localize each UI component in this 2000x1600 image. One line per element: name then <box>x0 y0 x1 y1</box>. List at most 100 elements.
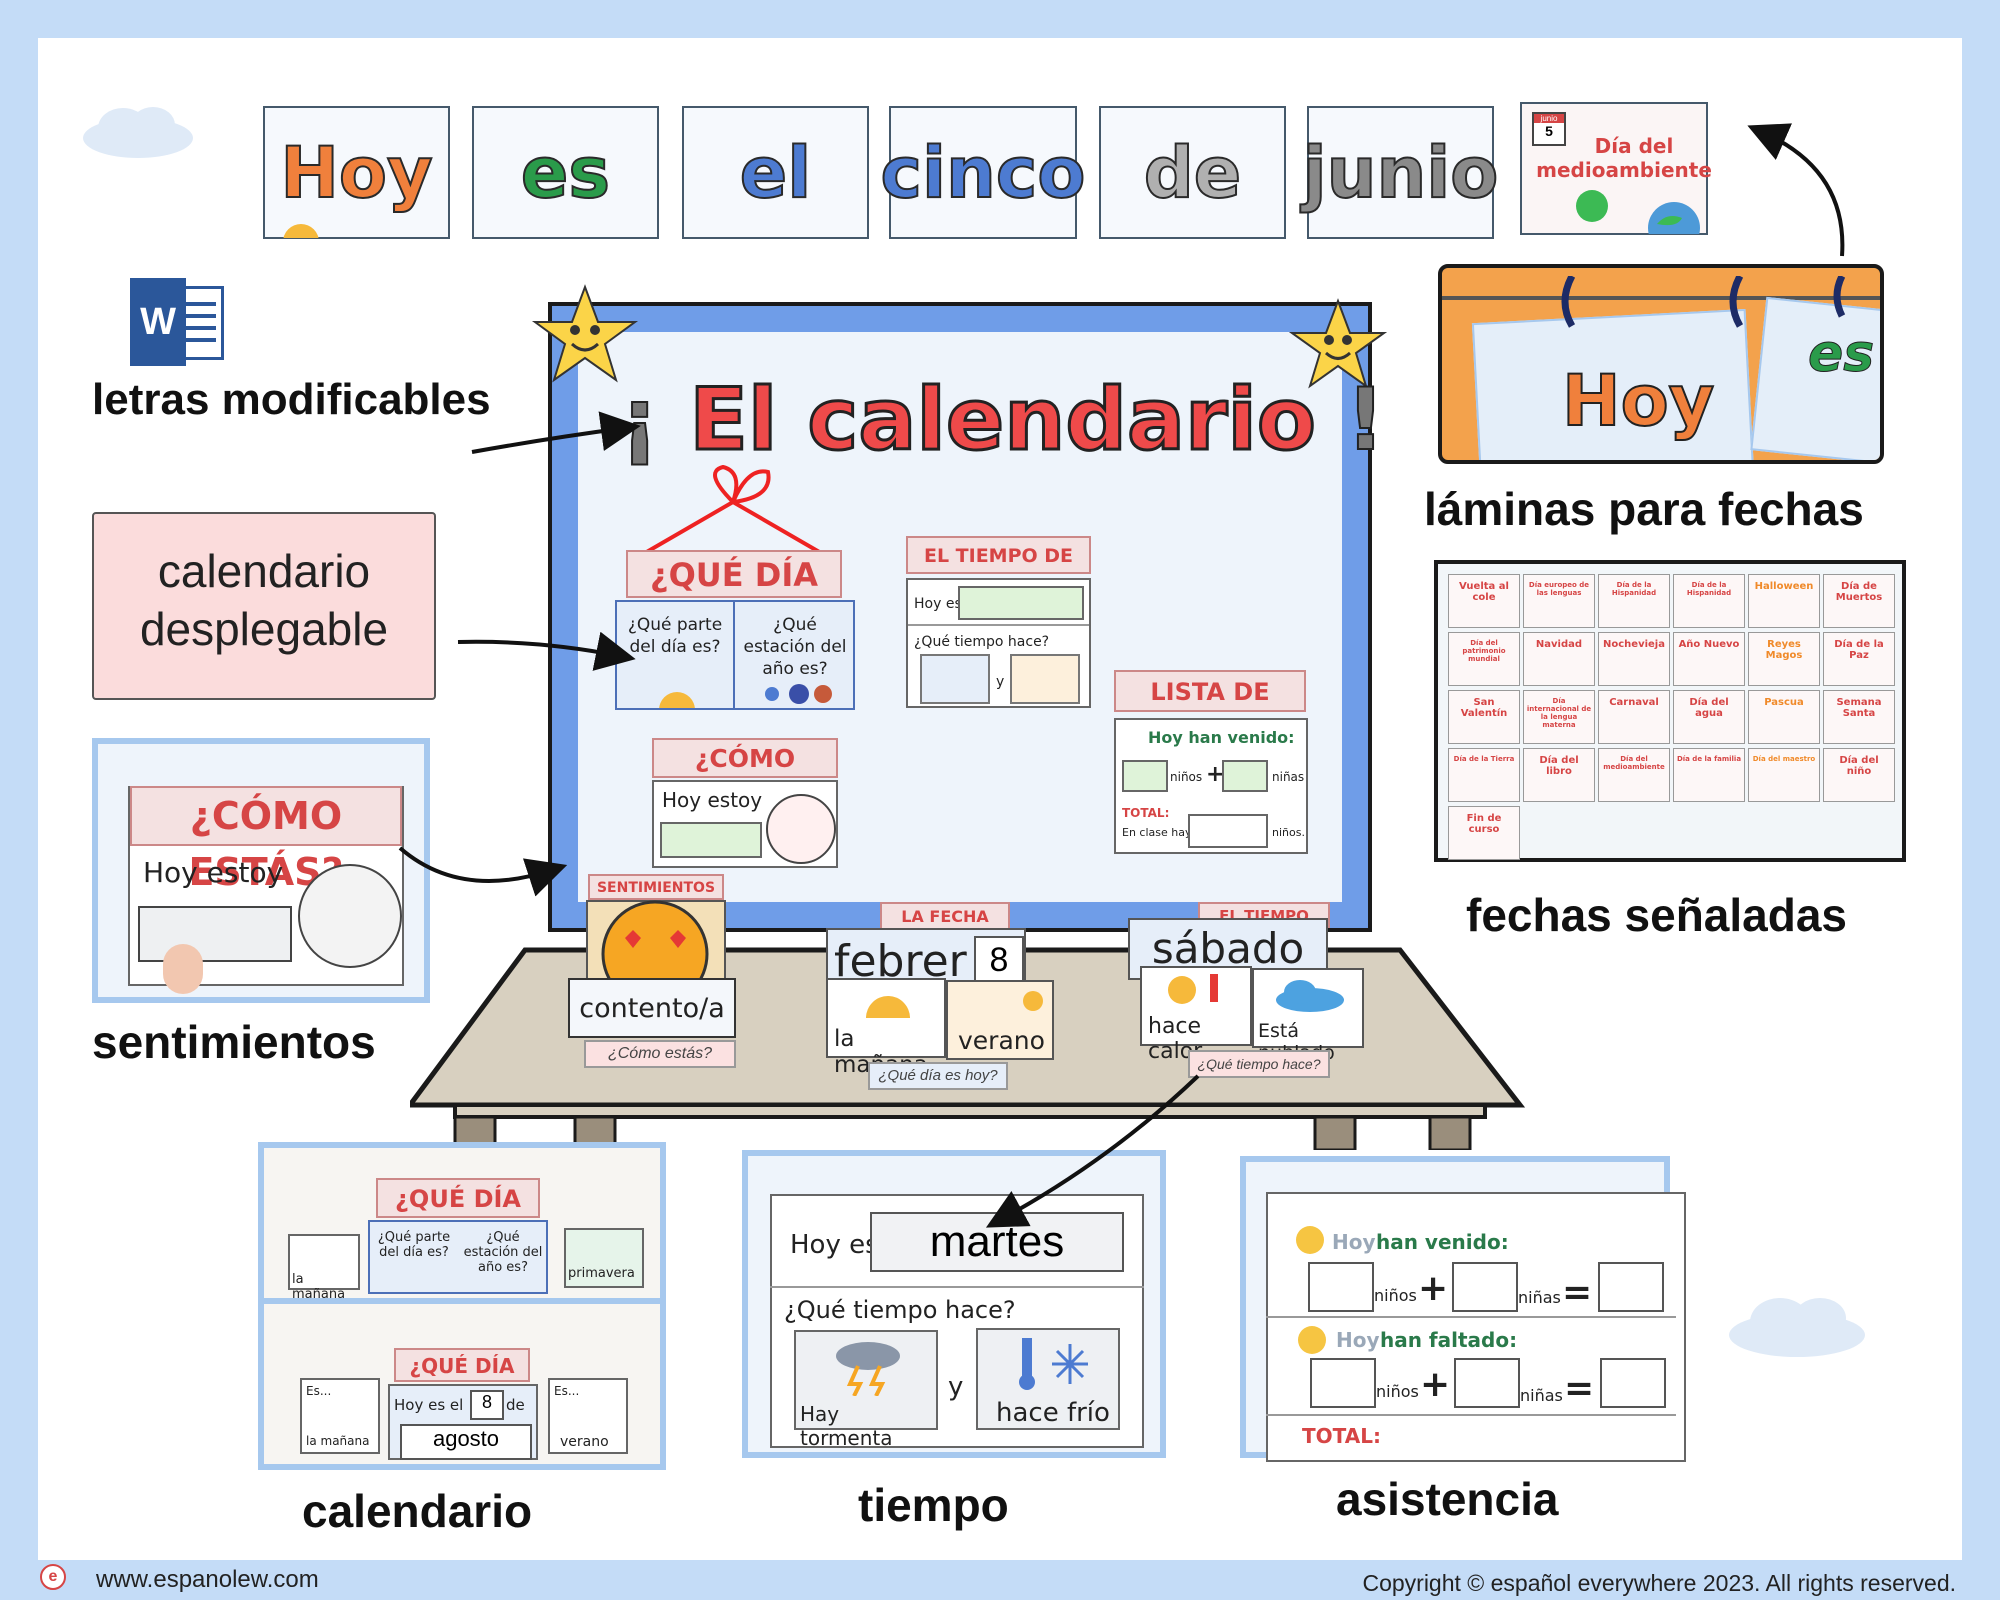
asist-total: TOTAL: <box>1302 1424 1381 1448</box>
season-icons <box>765 684 832 704</box>
ribbon-bow-icon <box>636 464 830 557</box>
cal-photo-hoy-es-el: Hoy es el <box>394 1396 464 1414</box>
cal-photo-agosto: agosto <box>400 1424 532 1460</box>
tiempo-hoy-panel: Hoy es ¿Qué tiempo hace? y <box>906 578 1091 708</box>
sent-photo-hoy-estoy: Hoy estoy <box>143 856 284 889</box>
tiempo-que-tiempo: ¿Qué tiempo hace? <box>914 634 1050 650</box>
que-tiempo-small: ¿Qué tiempo hace? <box>1188 1050 1330 1078</box>
label-letras-modificables: letras modificables <box>92 375 491 424</box>
cloud-icon <box>83 107 193 158</box>
que-dia-header: ¿QUÉ DÍA ES? <box>626 550 842 640</box>
que-dia-hoy-small: ¿Qué día es hoy? <box>868 1062 1008 1090</box>
lista-panel: Hoy han venido: niños + niñas TOTAL: En … <box>1114 718 1308 854</box>
footer-copyright: Copyright © español everywhere 2023. All… <box>1362 1570 1956 1596</box>
tiempo-photo-que-tiempo: ¿Qué tiempo hace? <box>784 1296 1016 1324</box>
fecha-card: Fin de curso <box>1448 806 1520 860</box>
fecha-card: Día de la familia <box>1673 748 1745 802</box>
calendar-day: 5 <box>1545 123 1553 139</box>
hace-calor-card: hace calor <box>1140 966 1252 1064</box>
sentence-word: junio <box>1302 131 1500 215</box>
arrow-laminas <box>1747 123 1845 257</box>
cal-photo-ocho: 8 <box>470 1390 504 1420</box>
special-card-line1: Día del <box>1594 133 1674 158</box>
cal-photo-parte: ¿Qué parte del día es? <box>377 1230 451 1260</box>
fecha-card: San Valentín <box>1448 690 1520 744</box>
cal-photo-manana2: la mañana <box>306 1434 370 1448</box>
cal-photo-verano: verano <box>560 1434 609 1450</box>
binder-rings-icon <box>1561 276 1846 328</box>
fecha-card: Día del maestro <box>1748 748 1820 802</box>
lista-ninos-dot: niños. <box>1272 826 1305 839</box>
lista-ninos: niños <box>1170 770 1203 784</box>
sentence-card-hoy: Hoy <box>263 106 450 239</box>
word-app-icon: W <box>130 278 228 366</box>
sun-icon <box>283 224 319 238</box>
smiling-star-icon <box>531 284 639 383</box>
desplegable-line2: desplegable <box>139 603 389 655</box>
asist-ninas-1: niñas <box>1518 1288 1561 1307</box>
hace-calor-text: hace calor <box>1148 1014 1203 1064</box>
special-card-line2: medioambiente <box>1536 157 1712 182</box>
asist-ninos-1: niños <box>1374 1286 1417 1305</box>
lista-ninas: niñas <box>1272 770 1305 784</box>
sun-icon <box>659 692 695 708</box>
tiempo-photo-frio: hace frío <box>996 1398 1110 1428</box>
footer-url[interactable]: www.espanolew.com <box>96 1566 319 1593</box>
fecha-card: Día de Muertos <box>1823 574 1895 628</box>
calendario-photo: ¿QUÉ DÍA ES? ¿Qué parte del día es? ¿Qué… <box>258 1142 666 1470</box>
tiempo-y: y <box>996 674 1005 690</box>
fecha-card: Día del agua <box>1673 690 1745 744</box>
sentence-card-cinco: cinco <box>880 106 1086 239</box>
asist-ninos-2: niños <box>1376 1382 1419 1401</box>
cal-photo-es-right: Es... <box>554 1384 580 1398</box>
sentence-card-el: el <box>682 106 869 239</box>
title-close-mark: ! <box>1345 369 1386 471</box>
label-calendario: calendario <box>302 1485 533 1537</box>
fecha-card: Nochevieja <box>1598 632 1670 686</box>
sentence-card-de: de <box>1099 106 1286 239</box>
sentence-word: de <box>1143 131 1243 215</box>
desplegable-box: calendario desplegable <box>92 512 436 700</box>
sun-icon <box>866 996 910 1018</box>
sabado-text: sábado <box>1151 924 1305 973</box>
sentimientos-box-label: SENTIMIENTOS <box>588 874 724 900</box>
asist-ninas-2: niñas <box>1520 1386 1563 1405</box>
como-estas-panel: Hoy estoy <box>652 780 838 868</box>
arrow-tiempo <box>985 1074 1200 1228</box>
label-sentimientos: sentimientos <box>92 1016 376 1068</box>
cal-photo-estacion: ¿Qué estación del año es? <box>463 1230 543 1275</box>
laminas-word-es: es <box>1807 324 1875 385</box>
fecha-card: Día del libro <box>1523 748 1595 802</box>
sent-photo-title: ¿CÓMO ESTÁS? <box>130 786 402 894</box>
fecha-card: Año Nuevo <box>1673 632 1745 686</box>
calendar-month: junio <box>1534 114 1564 123</box>
fecha-card: Día internacional de la lengua materna <box>1523 690 1595 744</box>
tiempo-hoy-es: Hoy es <box>914 596 962 612</box>
laminas-word-hoy: Hoy <box>1561 359 1715 443</box>
asist-hoy-2: Hoy <box>1336 1328 1380 1352</box>
lista-han-venido: Hoy han venido: <box>1148 728 1295 747</box>
tiempo-hoy-field <box>958 586 1084 620</box>
word-icon-letter: W <box>130 278 186 366</box>
tiempo-photo-hoy-es: Hoy es <box>790 1230 879 1260</box>
arrow-desplegable <box>457 631 636 671</box>
sentence-word: el <box>739 131 812 215</box>
happy-face-icon <box>1296 1226 1324 1254</box>
sentence-word: es <box>520 131 611 215</box>
cal-photo-primavera: primavera <box>568 1266 635 1281</box>
cal-photo-la-manana: la mañana <box>292 1272 346 1302</box>
tiempo-photo: Hoy es martes ¿Qué tiempo hace? Hay torm… <box>742 1150 1166 1458</box>
label-asistencia: asistencia <box>1336 1473 1559 1525</box>
asist-hoy-1: Hoy <box>1332 1230 1376 1254</box>
que-dia-pocket: ¿Qué parte del día es? ¿Qué estación del… <box>615 600 855 710</box>
fecha-day: 8 <box>974 936 1024 984</box>
face-circle <box>766 794 836 864</box>
fecha-card: Vuelta al cole <box>1448 574 1520 628</box>
fecha-card: Carnaval <box>1598 690 1670 744</box>
como-estas-small: ¿Cómo estás? <box>584 1040 736 1068</box>
board-title: ¡ El calendario ! <box>619 369 1386 472</box>
contento-text: contento/a <box>579 992 725 1024</box>
sad-face-icon <box>1298 1326 1326 1354</box>
como-estas-hoy-estoy: Hoy estoy <box>662 788 763 812</box>
